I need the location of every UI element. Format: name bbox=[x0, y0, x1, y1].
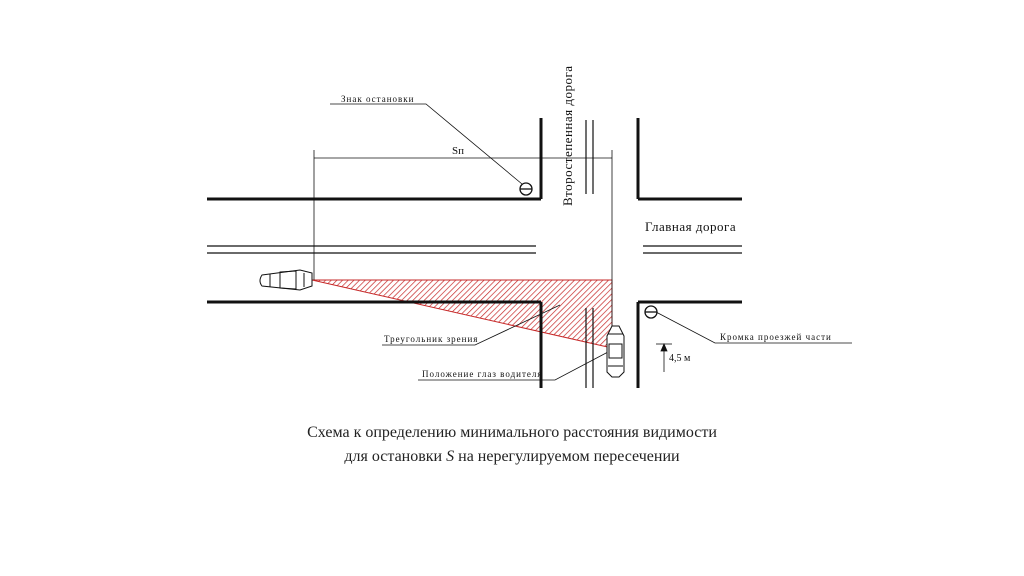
road-edge-label: Кромка проезжей части bbox=[720, 332, 832, 342]
caption-line-2-suffix: на нерегулируемом пересечении bbox=[454, 448, 680, 465]
main-road-centerline bbox=[207, 245, 742, 254]
driver-eye-label: Положение глаз водителя bbox=[422, 369, 543, 379]
main-road-edges bbox=[207, 118, 742, 388]
offset-label: 4,5 м bbox=[669, 353, 691, 364]
secondary-road-centerline bbox=[585, 120, 594, 388]
stop-sign-icon-2 bbox=[644, 305, 658, 319]
caption-line-2: для остановки S на нерегулируемом пересе… bbox=[0, 448, 1024, 466]
leader-lines bbox=[330, 103, 852, 381]
offset-marker bbox=[656, 342, 672, 372]
car-main-road-icon bbox=[259, 269, 313, 291]
distance-label: Sп bbox=[452, 145, 464, 157]
main-road-label: Главная дорога bbox=[645, 219, 736, 234]
caption-line-1: Схема к определению минимального расстоя… bbox=[307, 424, 717, 441]
vision-triangle-label: Треугольник зрения bbox=[384, 334, 478, 344]
secondary-road-label: Второстепенная дорога bbox=[560, 65, 575, 206]
stop-sign-icon bbox=[519, 182, 533, 196]
distance-dimension bbox=[313, 150, 613, 334]
car-secondary-road-icon bbox=[606, 325, 625, 378]
caption-symbol: S bbox=[446, 448, 455, 465]
stop-sign-label: Знак остановки bbox=[341, 94, 414, 104]
caption-line-2-prefix: для остановки bbox=[344, 448, 447, 465]
